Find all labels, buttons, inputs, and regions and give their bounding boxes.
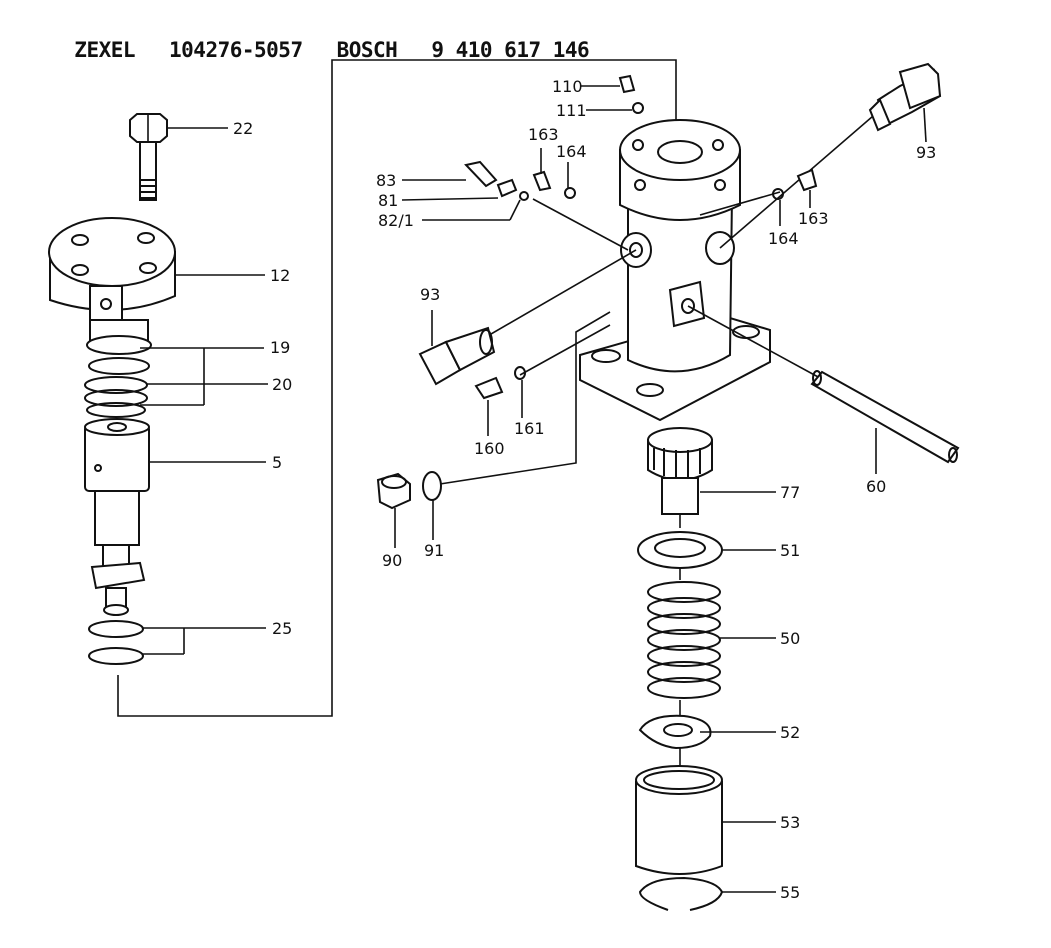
assembly-bracket	[117, 59, 677, 717]
callout-labels: 22 12 19 20 5 25 110 111 163 164 83 81 8…	[233, 77, 936, 902]
callout-12: 12	[270, 266, 290, 285]
callout-53: 53	[780, 813, 800, 832]
zexel-part-number: 104276-5057	[169, 38, 303, 62]
callout-77: 77	[780, 483, 800, 502]
part-20-rings	[84, 376, 148, 418]
callout-81: 81	[378, 191, 398, 210]
part-93-banjo-bolt-left	[418, 326, 496, 386]
callout-164-right: 164	[768, 229, 799, 248]
callout-20: 20	[272, 375, 292, 394]
callout-22: 22	[233, 119, 253, 138]
part-22-bolt	[129, 113, 168, 201]
callout-160: 160	[474, 439, 505, 458]
callout-82-1: 82/1	[378, 211, 414, 230]
part-93-banjo-bolt-right	[868, 62, 942, 132]
callout-91: 91	[424, 541, 444, 560]
callout-55: 55	[780, 883, 800, 902]
part-51-spring-seat	[637, 531, 723, 569]
callout-5: 5	[272, 453, 282, 472]
part-25-o-rings	[88, 620, 144, 665]
part-91-washer	[422, 471, 442, 501]
callout-50: 50	[780, 629, 800, 648]
part-12-flange-head	[48, 217, 176, 323]
maker-bosch: BOSCH	[336, 38, 398, 62]
bosch-part-number: 9 410 617 146	[431, 38, 590, 62]
callout-90: 90	[382, 551, 402, 570]
part-50-spring	[647, 581, 721, 699]
axis-lines	[459, 109, 881, 379]
part-77-control-sleeve	[647, 427, 713, 515]
part-53-tappet	[635, 765, 723, 875]
callout-163-right: 163	[798, 209, 829, 228]
callout-51: 51	[780, 541, 800, 560]
callout-19: 19	[270, 338, 290, 357]
maker-zexel: ZEXEL	[74, 38, 136, 62]
leader-lines	[140, 85, 927, 893]
callout-93-right: 93	[916, 143, 936, 162]
pump-housing	[579, 119, 771, 422]
part-90-plug	[376, 472, 411, 510]
callout-83: 83	[376, 171, 396, 190]
callout-25: 25	[272, 619, 292, 638]
callout-111: 111	[556, 101, 587, 120]
part-5-plunger-barrel	[84, 418, 150, 616]
callout-161: 161	[514, 419, 545, 438]
part-60-rod	[810, 370, 960, 464]
callout-110: 110	[552, 77, 583, 96]
part-55-snap-ring	[638, 876, 724, 911]
callout-164-left: 164	[556, 142, 587, 161]
callout-93-left: 93	[420, 285, 440, 304]
callout-60: 60	[866, 477, 886, 496]
diagram-header: ZEXEL 104276-5057 BOSCH 9 410 617 146	[50, 14, 589, 62]
callout-52: 52	[780, 723, 800, 742]
part-52-retainer	[638, 714, 712, 750]
small-fasteners	[464, 74, 818, 400]
part-19-valve-holder	[86, 319, 152, 375]
callout-163-left: 163	[528, 125, 559, 144]
